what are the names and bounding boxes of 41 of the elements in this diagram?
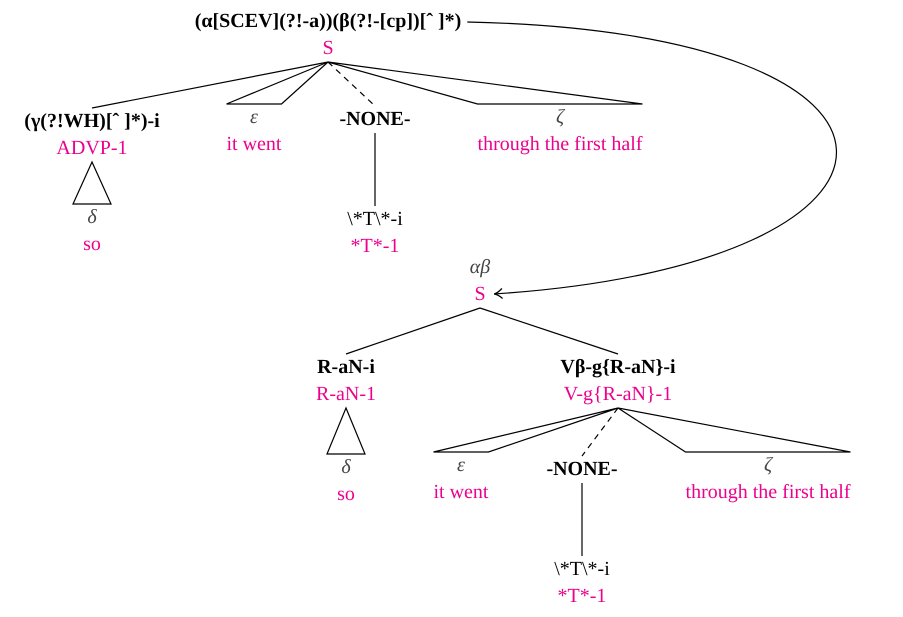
node-pattern: Vβ-g{R-aN}-i (560, 355, 676, 380)
category-label: S (322, 36, 334, 61)
tree-branch (581, 483, 583, 556)
node-pattern: R-aN-i (317, 355, 375, 380)
tree-branch (480, 307, 618, 355)
roof-triangle (226, 61, 329, 105)
roof-triangle (327, 61, 644, 105)
category-label: R-aN-1 (316, 382, 376, 407)
node-pattern: (γ(?!WH)[ˆ ]*)-i (24, 109, 160, 134)
roof-triangle (72, 160, 112, 205)
node-pattern: -NONE- (546, 457, 618, 482)
category-label: it went (226, 132, 282, 157)
variable-label: ε (250, 105, 258, 130)
tree-branch (92, 61, 328, 109)
category-label: *T*-1 (350, 234, 400, 259)
variable-label: ζ (556, 105, 564, 130)
roof-triangle (432, 407, 619, 453)
roof-triangle (326, 406, 366, 455)
node-pattern: \*T\*-i (347, 207, 403, 232)
category-label: it went (434, 480, 488, 505)
category-label: so (83, 232, 101, 257)
variable-label: αβ (470, 255, 490, 280)
roof-triangle (617, 407, 852, 453)
variable-label: ζ (764, 453, 772, 478)
category-label: so (337, 482, 355, 507)
category-label: *T*-1 (558, 584, 606, 609)
tree-branch (582, 408, 618, 456)
category-label: S (474, 282, 486, 307)
tree-branch (328, 62, 376, 106)
variable-label: ε (457, 453, 465, 478)
category-label: ADVP-1 (56, 136, 128, 161)
category-label: through the first half (478, 132, 642, 157)
category-label: V-g{R-aN}-1 (564, 382, 672, 407)
variable-label: δ (87, 205, 97, 230)
category-label: through the first half (686, 480, 850, 505)
variable-label: δ (341, 455, 351, 480)
tree-branch (346, 307, 480, 355)
tree-branch (374, 133, 376, 206)
node-pattern: (α[SCEV](?!-a))(β(?!-[cp])[ˆ ]*) (194, 9, 462, 34)
node-pattern: -NONE- (339, 107, 411, 132)
node-pattern: \*T\*-i (554, 557, 610, 582)
